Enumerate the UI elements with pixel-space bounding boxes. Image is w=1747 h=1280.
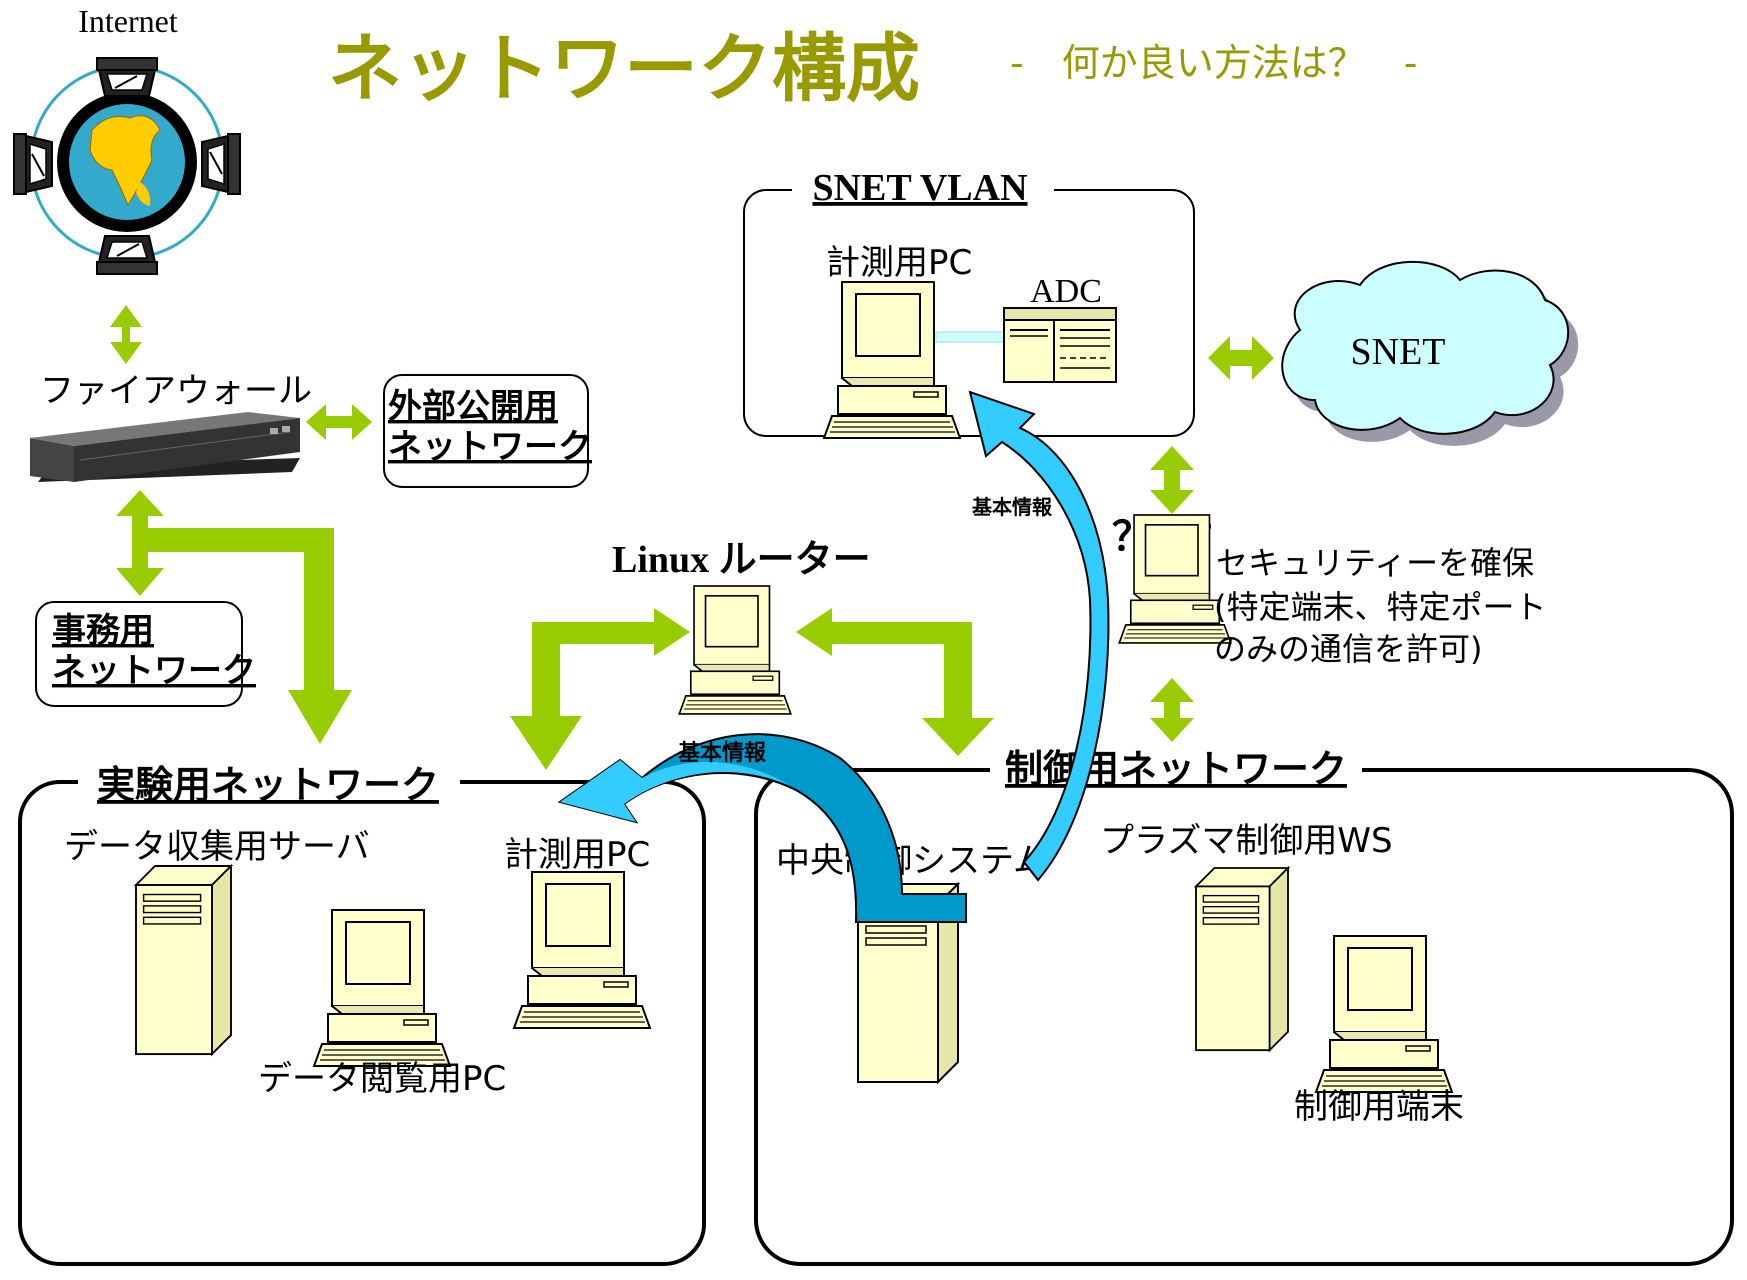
experiment-network-title: 実験用ネットワーク	[97, 763, 439, 807]
snet-vlan-title: SNET VLAN	[812, 167, 1027, 209]
internet-label: Internet	[78, 3, 178, 39]
snet-vlan-box	[743, 189, 1195, 437]
public-network-line1: 外部公開用	[388, 387, 558, 427]
snet-vlan-pc-label: 計測用PC	[826, 243, 972, 283]
firewall-device-icon	[30, 412, 300, 482]
page-title: ネットワーク構成	[328, 26, 920, 112]
arrow-central-to-vlan-pc	[968, 390, 1110, 882]
arrow-vlan-security	[1150, 446, 1194, 514]
security-note-line3: のみの通信を許可)	[1214, 630, 1483, 668]
arrow-security-control	[1150, 678, 1194, 742]
office-network-line1: 事務用	[52, 611, 154, 651]
control-network-title: 制御用ネットワーク	[1005, 747, 1347, 791]
internet-globe-icon	[13, 57, 241, 275]
data-server-label: データ収集用サーバ	[64, 827, 370, 867]
flow-label-vlan: 基本情報	[972, 495, 1053, 519]
central-control-label: 中央制御システム	[776, 841, 1047, 881]
flow-label-experiment: 基本情報	[678, 740, 767, 766]
arrow-firewall-public	[306, 404, 372, 440]
experiment-pc-label: 計測用PC	[504, 835, 650, 875]
viewer-pc-label: データ閲覧用PC	[258, 1059, 506, 1099]
plasma-ws-server-icon	[1195, 867, 1289, 1052]
security-note-line2: (特定端末、特定ポート	[1214, 588, 1547, 626]
snet-label: SNET	[1351, 331, 1446, 373]
snet-cloud-icon	[1281, 260, 1579, 446]
adc-device-icon	[1003, 307, 1117, 383]
plasma-ws-label: プラズマ制御用WS	[1100, 821, 1393, 861]
security-note-line1: セキュリティーを確保	[1216, 544, 1534, 582]
pc-adc-cable	[935, 331, 1005, 343]
public-network-box	[383, 374, 589, 488]
router-label: Linux ルーター	[612, 539, 871, 581]
control-terminal-label: 制御用端末	[1294, 1087, 1464, 1127]
adc-label: ADC	[1030, 273, 1102, 310]
page-subtitle: - 何か良い方法は？ -	[1010, 41, 1417, 85]
arrow-firewall-experiment	[148, 528, 352, 744]
arrow-firewall-office	[116, 490, 164, 596]
office-network-box	[35, 601, 243, 707]
router-pc-icon	[678, 585, 792, 715]
office-network-line2: ネットワーク	[52, 651, 256, 691]
firewall-label: ファイアウォール	[40, 371, 312, 411]
arrow-internet-firewall	[110, 305, 142, 364]
arrow-vlan-snet	[1208, 336, 1274, 380]
arrow-router-control	[796, 608, 994, 756]
arrow-router-experiment	[510, 608, 690, 770]
arrow-central-to-experiment-pc	[557, 733, 967, 923]
data-server-icon	[135, 865, 232, 1056]
public-network-line2: ネットワーク	[388, 427, 592, 467]
